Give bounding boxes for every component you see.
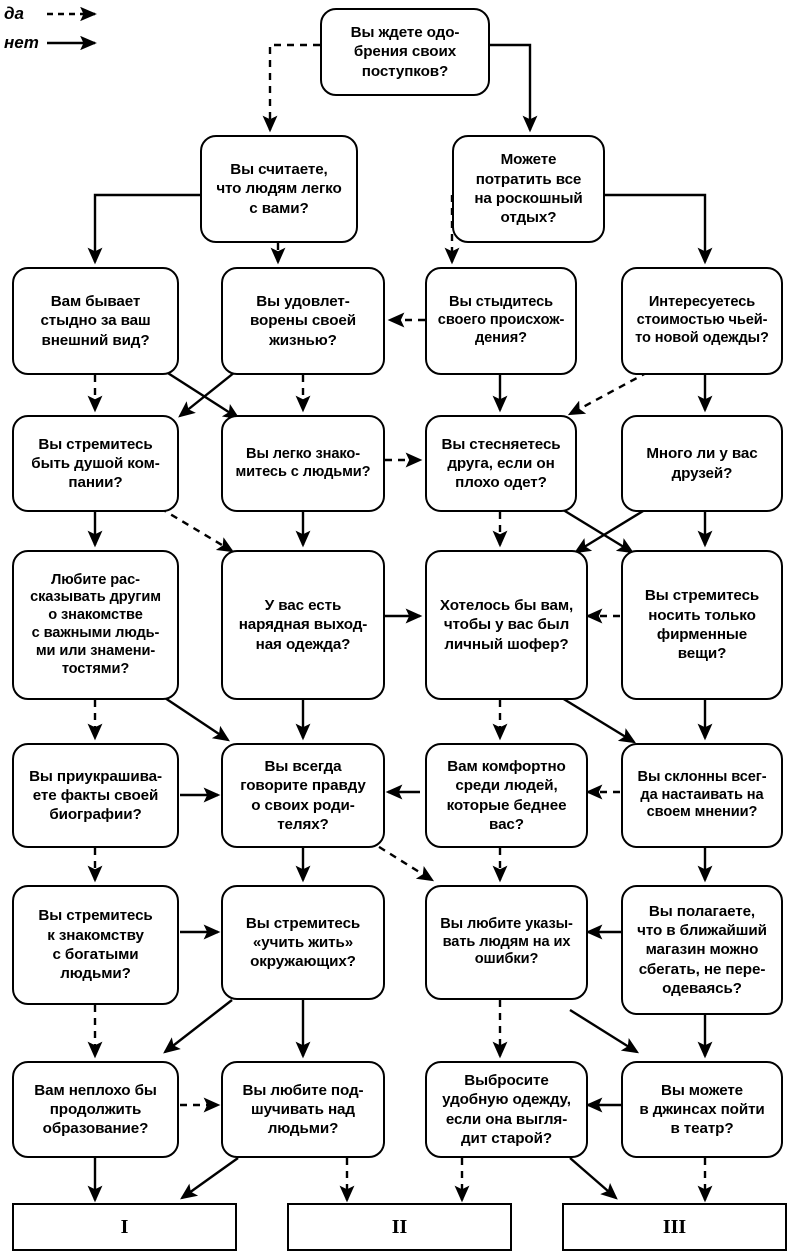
edge-n16-n21 <box>367 838 435 882</box>
edge-n20-n23 <box>163 999 233 1054</box>
node-n16[interactable]: Вы всегда говорите правду о своих роди- … <box>221 743 385 848</box>
edge-n0-n1 <box>262 43 320 133</box>
node-n4[interactable]: Вы удовлет- ворены своей жизнью? <box>221 267 385 375</box>
node-n6[interactable]: Интересуетесь стоимостью чьей- то новой … <box>621 267 783 375</box>
edge-n25-r3 <box>569 1157 618 1200</box>
result-box-3[interactable]: III <box>562 1203 787 1251</box>
node-n2[interactable]: Можете потратить все на роскошный отдых? <box>452 135 605 243</box>
node-n11[interactable]: Любите рас- сказывать другим о знакомств… <box>12 550 179 700</box>
node-n13[interactable]: Хотелось бы вам, чтобы у вас был личный … <box>425 550 588 700</box>
legend-arrows-icon <box>47 6 97 51</box>
node-n24[interactable]: Вы любите под- шучивать над людьми? <box>221 1061 385 1158</box>
edge-n10-n13 <box>573 506 649 554</box>
edge-n7-n12 <box>159 506 235 553</box>
node-n18[interactable]: Вы склонны всег- да настаивать на своем … <box>621 743 783 848</box>
node-n17[interactable]: Вам комфортно среди людей, которые бедне… <box>425 743 588 848</box>
node-n9[interactable]: Вы стесняетесь друга, если он плохо одет… <box>425 415 577 512</box>
legend-no-label: нет <box>4 33 39 52</box>
node-n12[interactable]: У вас есть нарядная выход- ная одежда? <box>221 550 385 700</box>
node-n10[interactable]: Много ли у вас друзей? <box>621 415 783 512</box>
edge-n24-r1 <box>180 1157 239 1200</box>
result-box-1[interactable]: I <box>12 1203 237 1251</box>
node-n7[interactable]: Вы стремитесь быть душой ком- пании? <box>12 415 179 512</box>
node-n20[interactable]: Вы стремитесь «учить жить» окружающих? <box>221 885 385 1000</box>
node-n3[interactable]: Вам бывает стыдно за ваш внешний вид? <box>12 267 179 375</box>
legend-yes-label: да <box>4 4 24 23</box>
edge-n6-n9 <box>567 370 649 416</box>
node-n0[interactable]: Вы ждете одо- брения своих поступков? <box>320 8 490 96</box>
edge-n9-n14 <box>559 506 635 554</box>
edge-n13-n18 <box>561 696 637 744</box>
node-n23[interactable]: Вам неплохо бы продолжить образование? <box>12 1061 179 1158</box>
edge-n21-n26 <box>569 1008 640 1054</box>
edge-n11-n16 <box>164 697 230 742</box>
node-n1[interactable]: Вы считаете, что людям легко с вами? <box>200 135 358 243</box>
node-n21[interactable]: Вы любите указы- вать людям на их ошибки… <box>425 885 588 1000</box>
node-n25[interactable]: Выбросите удобную одежду, если она выгля… <box>425 1061 588 1158</box>
node-n26[interactable]: Вы можете в джинсах пойти в театр? <box>621 1061 783 1158</box>
node-n14[interactable]: Вы стремитесь носить только фирменные ве… <box>621 550 783 700</box>
legend: да нет <box>0 0 230 70</box>
node-n19[interactable]: Вы стремитесь к знакомству с богатыми лю… <box>12 885 179 1005</box>
edge-n2-n6 <box>605 193 713 265</box>
edge-n1-n3 <box>87 193 200 265</box>
node-n15[interactable]: Вы приукрашива- ете факты своей биографи… <box>12 743 179 848</box>
node-n8[interactable]: Вы легко знако- митесь с людьми? <box>221 415 385 512</box>
edge-n3-n8 <box>159 366 241 420</box>
edge-n4-n7 <box>178 367 241 418</box>
node-n22[interactable]: Вы полагаете, что в ближайший магазин мо… <box>621 885 783 1015</box>
node-n5[interactable]: Вы стыдитесь своего происхож- дения? <box>425 267 577 375</box>
result-box-2[interactable]: II <box>287 1203 512 1251</box>
edge-n0-n2 <box>490 43 538 133</box>
